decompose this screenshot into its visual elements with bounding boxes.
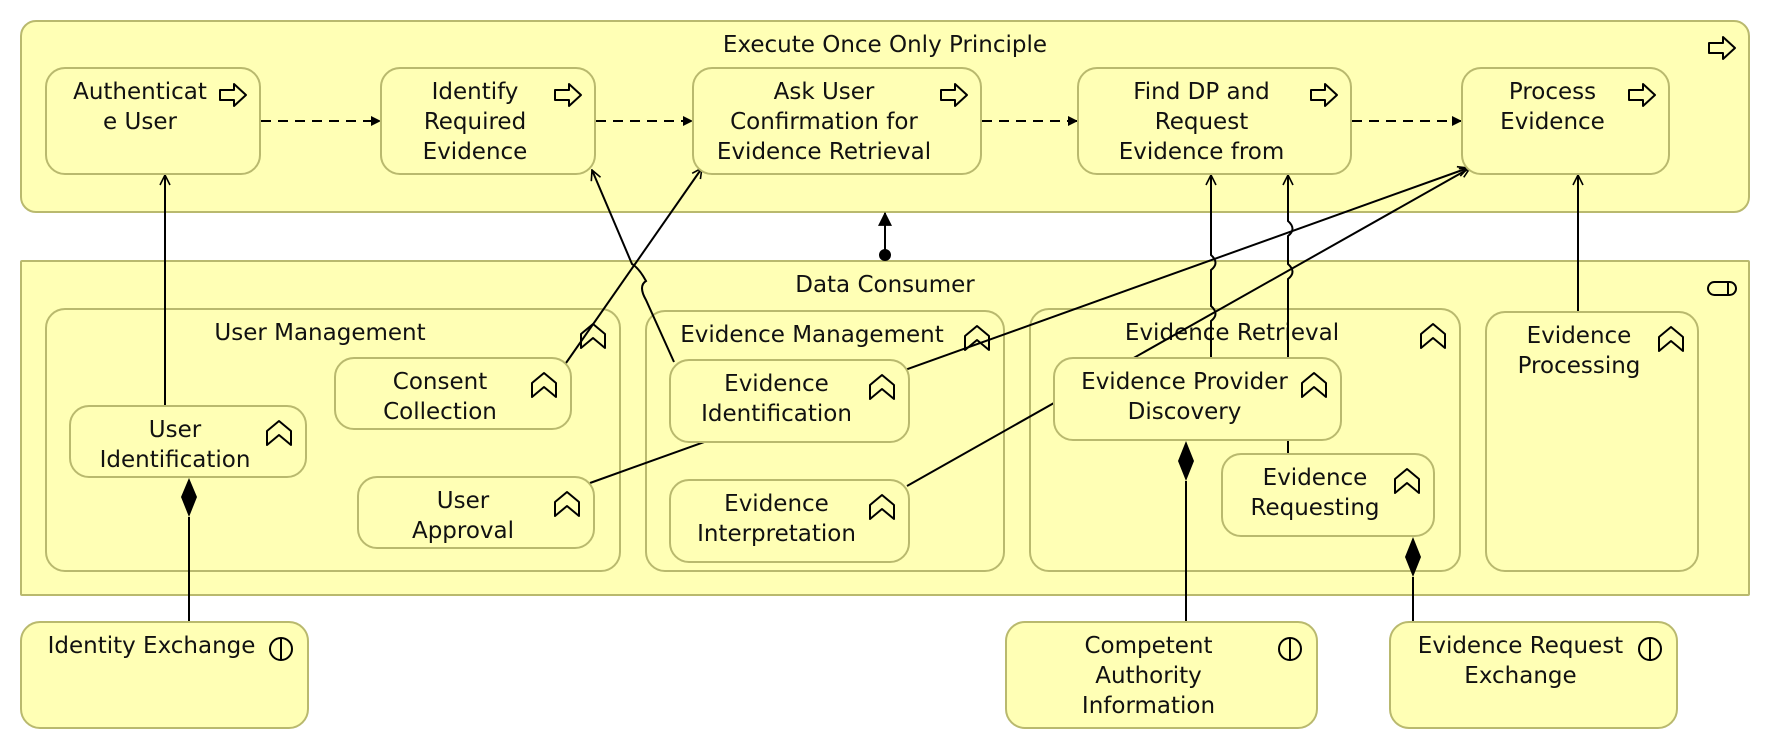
function-chevron-icon	[1655, 323, 1687, 355]
function-chevron-icon	[961, 322, 993, 354]
process-arrow-icon	[1308, 79, 1340, 111]
principle-title: Execute Once Only Principle	[722, 32, 1048, 58]
application-component-icon	[1706, 272, 1738, 304]
step-identify-required-evidence[interactable]: Identify Required Evidence	[380, 67, 596, 175]
function-evidence-provider-discovery[interactable]: Evidence Provider Discovery	[1053, 357, 1342, 441]
step-label: Ask User Confirmation for Evidence Retri…	[716, 79, 932, 165]
function-chevron-icon	[1391, 465, 1423, 497]
function-user-identification[interactable]: User Identification	[69, 405, 307, 478]
function-label: Evidence Interpretation	[697, 491, 856, 547]
function-evidence-requesting[interactable]: Evidence Requesting	[1221, 453, 1435, 537]
function-chevron-icon	[866, 371, 898, 403]
function-consent-collection[interactable]: Consent Collection	[334, 357, 572, 430]
function-chevron-icon	[866, 491, 898, 523]
function-chevron-icon	[528, 369, 560, 401]
function-label: User Approval	[411, 488, 515, 544]
step-label: Identify Required Evidence	[422, 79, 528, 165]
function-user-approval[interactable]: User Approval	[357, 476, 595, 549]
group-evidence-processing[interactable]: Evidence Processing	[1485, 311, 1699, 572]
step-label: Process Evidence	[1500, 79, 1605, 135]
interface-icon	[1634, 633, 1666, 665]
interface-identity-exchange[interactable]: Identity Exchange	[20, 621, 309, 729]
interface-icon	[1274, 633, 1306, 665]
function-chevron-icon	[577, 320, 609, 352]
function-label: User Identification	[99, 417, 251, 473]
function-chevron-icon	[263, 417, 295, 449]
group-label: Evidence Retrieval	[1124, 320, 1340, 346]
interface-label: Evidence Request Exchange	[1417, 633, 1624, 689]
function-chevron-icon	[551, 488, 583, 520]
function-chevron-icon	[1298, 369, 1330, 401]
interface-evidence-request-exchange[interactable]: Evidence Request Exchange	[1389, 621, 1678, 729]
interface-label: Competent Authority Information	[1081, 633, 1216, 719]
process-arrow-icon	[938, 79, 970, 111]
step-authenticate-user[interactable]: Authenticat e User	[45, 67, 261, 175]
function-label: Evidence Requesting	[1250, 465, 1380, 521]
process-arrow-icon	[1706, 32, 1738, 64]
consumer-title: Data Consumer	[795, 272, 975, 298]
process-arrow-icon	[217, 79, 249, 111]
function-label: Evidence Identification	[701, 371, 852, 427]
interface-label: Identity Exchange	[47, 633, 256, 659]
function-label: Consent Collection	[383, 369, 497, 425]
step-find-dp-request-evidence[interactable]: Find DP and Request Evidence from	[1077, 67, 1352, 175]
group-label: User Management	[214, 320, 426, 346]
group-label: Evidence Processing	[1517, 323, 1641, 379]
step-label: Find DP and Request Evidence from	[1118, 79, 1285, 165]
function-label: Evidence Provider Discovery	[1081, 369, 1288, 425]
step-process-evidence[interactable]: Process Evidence	[1461, 67, 1670, 175]
step-ask-user-confirmation[interactable]: Ask User Confirmation for Evidence Retri…	[692, 67, 982, 175]
function-evidence-interpretation[interactable]: Evidence Interpretation	[669, 479, 910, 563]
function-chevron-icon	[1417, 320, 1449, 352]
group-label: Evidence Management	[680, 322, 944, 348]
interface-competent-authority-information[interactable]: Competent Authority Information	[1005, 621, 1318, 729]
step-label: Authenticat e User	[73, 79, 207, 135]
interface-icon	[265, 633, 297, 665]
process-arrow-icon	[1626, 79, 1658, 111]
function-evidence-identification[interactable]: Evidence Identification	[669, 359, 910, 443]
process-arrow-icon	[552, 79, 584, 111]
